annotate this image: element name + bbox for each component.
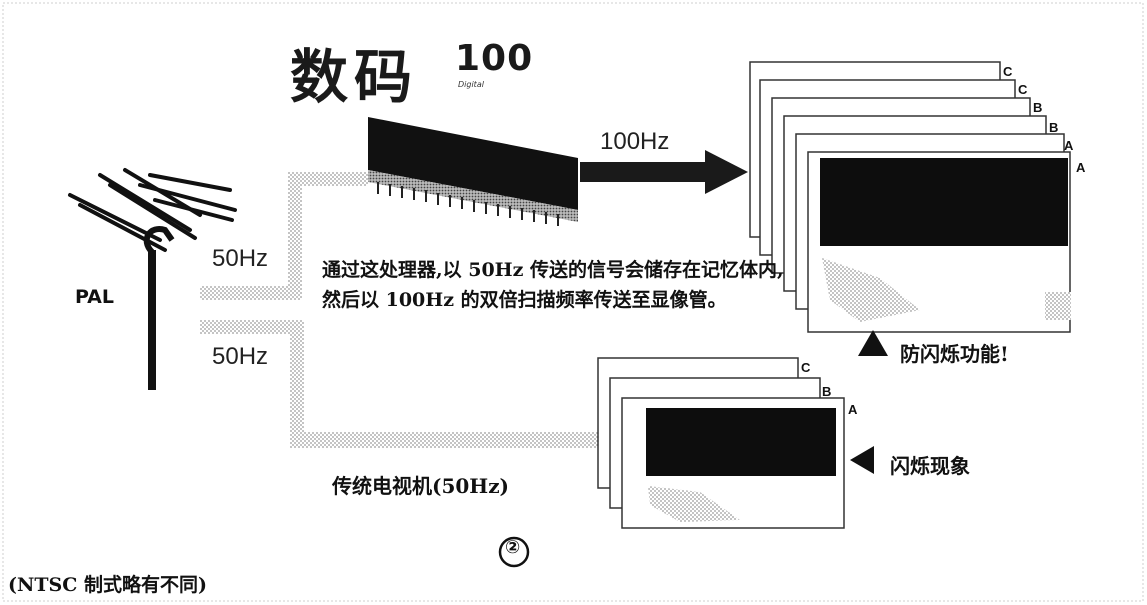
screen-50hz bbox=[646, 408, 836, 476]
flicker-label: 闪烁现象 bbox=[890, 454, 970, 478]
antenna-label: PAL bbox=[75, 286, 114, 308]
frame-letter: C bbox=[1018, 82, 1028, 97]
screen-100hz bbox=[820, 158, 1068, 246]
frame-letter: B bbox=[822, 384, 832, 399]
image-smudge-lower bbox=[648, 486, 740, 522]
triangle-up-icon bbox=[858, 330, 888, 356]
ntsc-note: (NTSC 制式略有不同) bbox=[8, 574, 207, 596]
image-smudge bbox=[822, 258, 920, 322]
frame-letter: A bbox=[1064, 138, 1074, 153]
frame-letter: C bbox=[1003, 64, 1013, 79]
signal-path-lower bbox=[200, 320, 600, 448]
signal-path-upper bbox=[200, 172, 368, 300]
processor-description: 通过这处理器,以 50Hz 传送的信号会储存在记忆体内,然后以 100Hz 的双… bbox=[322, 259, 784, 311]
arrow-right-icon bbox=[580, 150, 748, 194]
frame-letter: B bbox=[1033, 100, 1043, 115]
logo-title: 数码 bbox=[290, 43, 419, 111]
freq-label-100hz: 100Hz bbox=[600, 128, 670, 155]
pal-antenna-icon bbox=[68, 168, 237, 390]
frame-letter: B bbox=[1049, 120, 1059, 135]
figure-number-ring bbox=[498, 536, 530, 568]
frame-letter: C bbox=[801, 360, 811, 375]
image-smudge-right bbox=[1045, 292, 1071, 320]
traditional-tv-caption: 传统电视机(50Hz) bbox=[332, 474, 510, 498]
anti-flicker-label: 防闪烁功能! bbox=[900, 342, 1009, 366]
freq-label-50hz-upper: 50Hz bbox=[212, 245, 269, 272]
triangle-left-icon bbox=[850, 446, 874, 474]
logo-number: 100 bbox=[455, 38, 534, 79]
processor-chip-icon bbox=[368, 117, 578, 226]
frame-letter: A bbox=[1076, 160, 1086, 175]
figure-number: ② bbox=[505, 537, 521, 558]
freq-label-50hz-lower: 50Hz bbox=[212, 343, 269, 370]
logo-subtitle: Digital bbox=[458, 80, 484, 89]
frame-letter: A bbox=[848, 402, 858, 417]
